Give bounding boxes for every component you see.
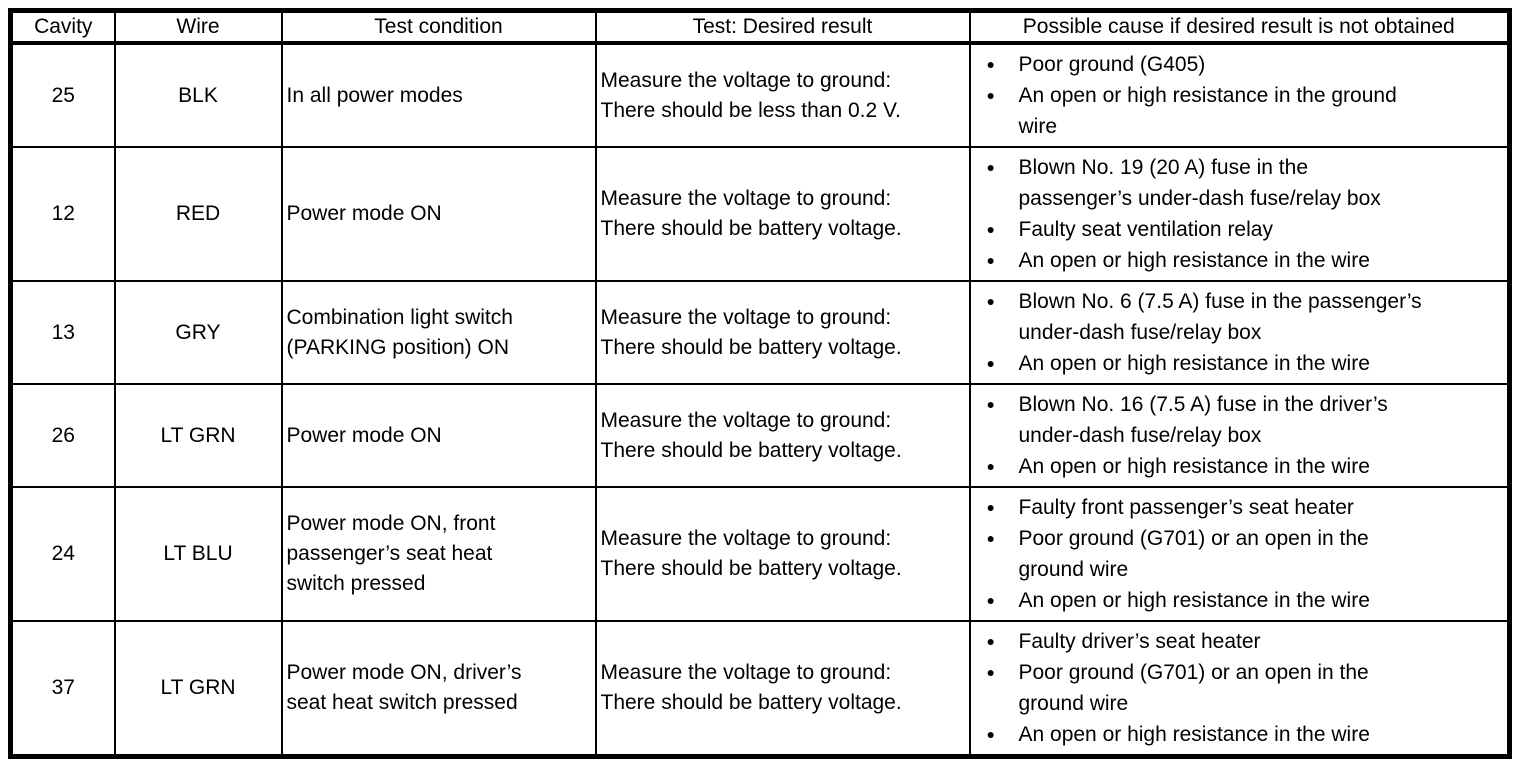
cause-item: Blown No. 16 (7.5 A) fuse in the driver’…	[983, 389, 1504, 451]
test-condition-cell: Power mode ON	[280, 383, 597, 488]
cause-item: Blown No. 19 (20 A) fuse in the passenge…	[983, 152, 1504, 214]
cause-list: Faulty front passenger’s seat heaterPoor…	[983, 492, 1504, 616]
test-condition-cell: Power mode ON	[280, 146, 597, 282]
header-cavity: Cavity	[9, 9, 116, 45]
cavity-cell: 12	[9, 146, 116, 282]
wire-cell: GRY	[113, 280, 283, 385]
possible-cause-cell: Blown No. 19 (20 A) fuse in the passenge…	[968, 146, 1511, 282]
cause-item: Poor ground (G405)	[983, 49, 1504, 80]
wire-cell: LT GRN	[113, 620, 283, 758]
possible-cause-cell: Blown No. 6 (7.5 A) fuse in the passenge…	[968, 280, 1511, 385]
cavity-cell: 26	[9, 383, 116, 488]
cause-item: Poor ground (G701) or an open in the gro…	[983, 523, 1504, 585]
desired-result-cell: Measure the voltage to ground: There sho…	[594, 383, 971, 488]
cause-item: An open or high resistance in the wire	[983, 348, 1504, 379]
header-test-condition: Test condition	[280, 9, 597, 45]
desired-result-cell: Measure the voltage to ground: There sho…	[594, 620, 971, 758]
wire-test-table: Cavity Wire Test condition Test: Desired…	[8, 8, 1512, 759]
cause-list: Blown No. 16 (7.5 A) fuse in the driver’…	[983, 389, 1504, 482]
cause-item: An open or high resistance in the wire	[983, 451, 1504, 482]
table-header: Cavity Wire Test condition Test: Desired…	[9, 9, 1511, 45]
wire-cell: RED	[113, 146, 283, 282]
cause-item: Faulty front passenger’s seat heater	[983, 492, 1504, 523]
desired-result-cell: Measure the voltage to ground: There sho…	[594, 42, 971, 148]
test-condition-cell: Power mode ON, front passenger’s seat he…	[280, 486, 597, 622]
possible-cause-cell: Faulty driver’s seat heaterPoor ground (…	[968, 620, 1511, 758]
header-wire: Wire	[113, 9, 283, 45]
cavity-cell: 37	[9, 620, 116, 758]
possible-cause-cell: Faulty front passenger’s seat heaterPoor…	[968, 486, 1511, 622]
cause-list: Poor ground (G405)An open or high resist…	[983, 49, 1504, 142]
cause-item: An open or high resistance in the wire	[983, 719, 1504, 750]
desired-result-cell: Measure the voltage to ground: There sho…	[594, 486, 971, 622]
cause-item: Blown No. 6 (7.5 A) fuse in the passenge…	[983, 286, 1504, 348]
test-condition-cell: Power mode ON, driver’s seat heat switch…	[280, 620, 597, 758]
possible-cause-cell: Blown No. 16 (7.5 A) fuse in the driver’…	[968, 383, 1511, 488]
header-row: Cavity Wire Test condition Test: Desired…	[9, 9, 1511, 45]
header-possible-cause: Possible cause if desired result is not …	[968, 9, 1511, 45]
cause-item: An open or high resistance in the ground…	[983, 80, 1504, 142]
cause-item: An open or high resistance in the wire	[983, 585, 1504, 616]
cause-list: Faulty driver’s seat heaterPoor ground (…	[983, 626, 1504, 750]
cavity-cell: 13	[9, 280, 116, 385]
cause-item: An open or high resistance in the wire	[983, 245, 1504, 276]
possible-cause-cell: Poor ground (G405)An open or high resist…	[968, 42, 1511, 148]
cause-list: Blown No. 19 (20 A) fuse in the passenge…	[983, 152, 1504, 276]
cause-item: Faulty seat ventilation relay	[983, 214, 1504, 245]
cavity-cell: 24	[9, 486, 116, 622]
header-desired-result: Test: Desired result	[594, 9, 971, 45]
cause-item: Poor ground (G701) or an open in the gro…	[983, 657, 1504, 719]
wire-cell: BLK	[113, 42, 283, 148]
desired-result-cell: Measure the voltage to ground: There sho…	[594, 280, 971, 385]
test-condition-cell: Combination light switch (PARKING positi…	[280, 280, 597, 385]
wire-cell: LT GRN	[113, 383, 283, 488]
wire-cell: LT BLU	[113, 486, 283, 622]
cavity-cell: 25	[9, 42, 116, 148]
desired-result-cell: Measure the voltage to ground: There sho…	[594, 146, 971, 282]
cause-list: Blown No. 6 (7.5 A) fuse in the passenge…	[983, 286, 1504, 379]
test-condition-cell: In all power modes	[280, 42, 597, 148]
cause-item: Faulty driver’s seat heater	[983, 626, 1504, 657]
